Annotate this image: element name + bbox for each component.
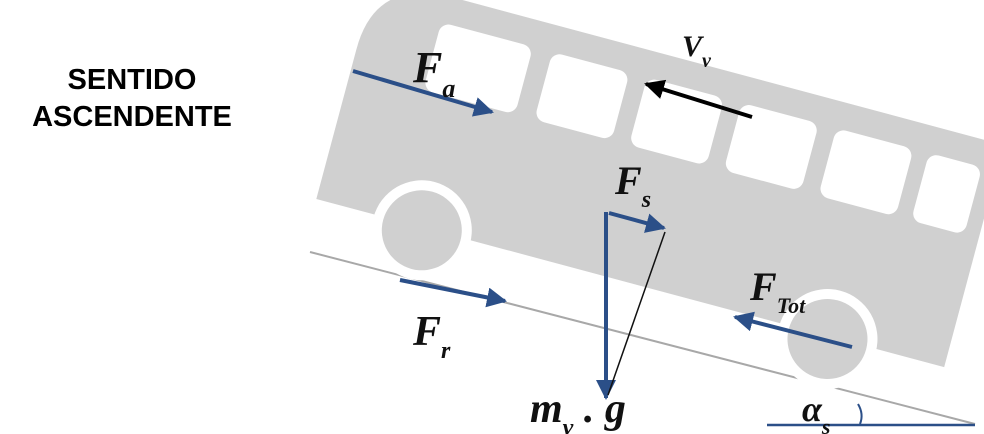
angle-label-main: α <box>802 389 823 429</box>
bus-window <box>425 24 531 113</box>
aero-force-arrow <box>352 69 494 117</box>
bus-window <box>820 130 912 215</box>
aero-label-main: F <box>412 43 442 92</box>
slope-force-arrow <box>608 211 666 233</box>
velocity-label-main: V <box>682 30 705 63</box>
velocity-label: Vv <box>682 30 712 72</box>
bus-window <box>913 155 980 233</box>
weight-label-rest: . g <box>573 386 626 432</box>
velocity-label-sub: v <box>702 50 712 72</box>
velocity-arrow <box>644 79 753 119</box>
aero-force-label: Fa <box>412 43 455 103</box>
angle-label-sub: s <box>821 414 831 434</box>
direction-title-line-2: ASCENDENTE <box>32 101 232 133</box>
traction-force-label: FTot <box>749 264 806 318</box>
weight-label: mv . g <box>530 386 626 434</box>
slope-line <box>309 251 976 425</box>
weight-label-sub: v <box>563 415 574 434</box>
bus-silhouette <box>316 0 984 390</box>
rolling-force-arrow <box>399 278 507 308</box>
traction-label-sub: Tot <box>777 293 806 318</box>
direction-title-line-1: SENTIDO <box>67 64 197 96</box>
front-wheel <box>381 190 462 271</box>
slope-label-sub: s <box>641 187 651 213</box>
rolling-label-sub: r <box>441 338 451 364</box>
aero-label-sub: a <box>442 74 455 103</box>
bus-window <box>725 105 817 189</box>
traction-force-arrow <box>733 311 853 349</box>
bus-window <box>536 54 628 139</box>
angle-label: αs <box>802 389 830 434</box>
weight-label-main: m <box>530 386 563 432</box>
rolling-force-label: Fr <box>412 309 451 364</box>
angle-arc <box>857 403 863 425</box>
rolling-label-main: F <box>412 309 441 355</box>
slope-force-label: Fs <box>614 158 651 213</box>
traction-label-main: F <box>749 264 777 309</box>
normal-component-line <box>607 231 666 396</box>
slope-label-main: F <box>614 158 642 203</box>
